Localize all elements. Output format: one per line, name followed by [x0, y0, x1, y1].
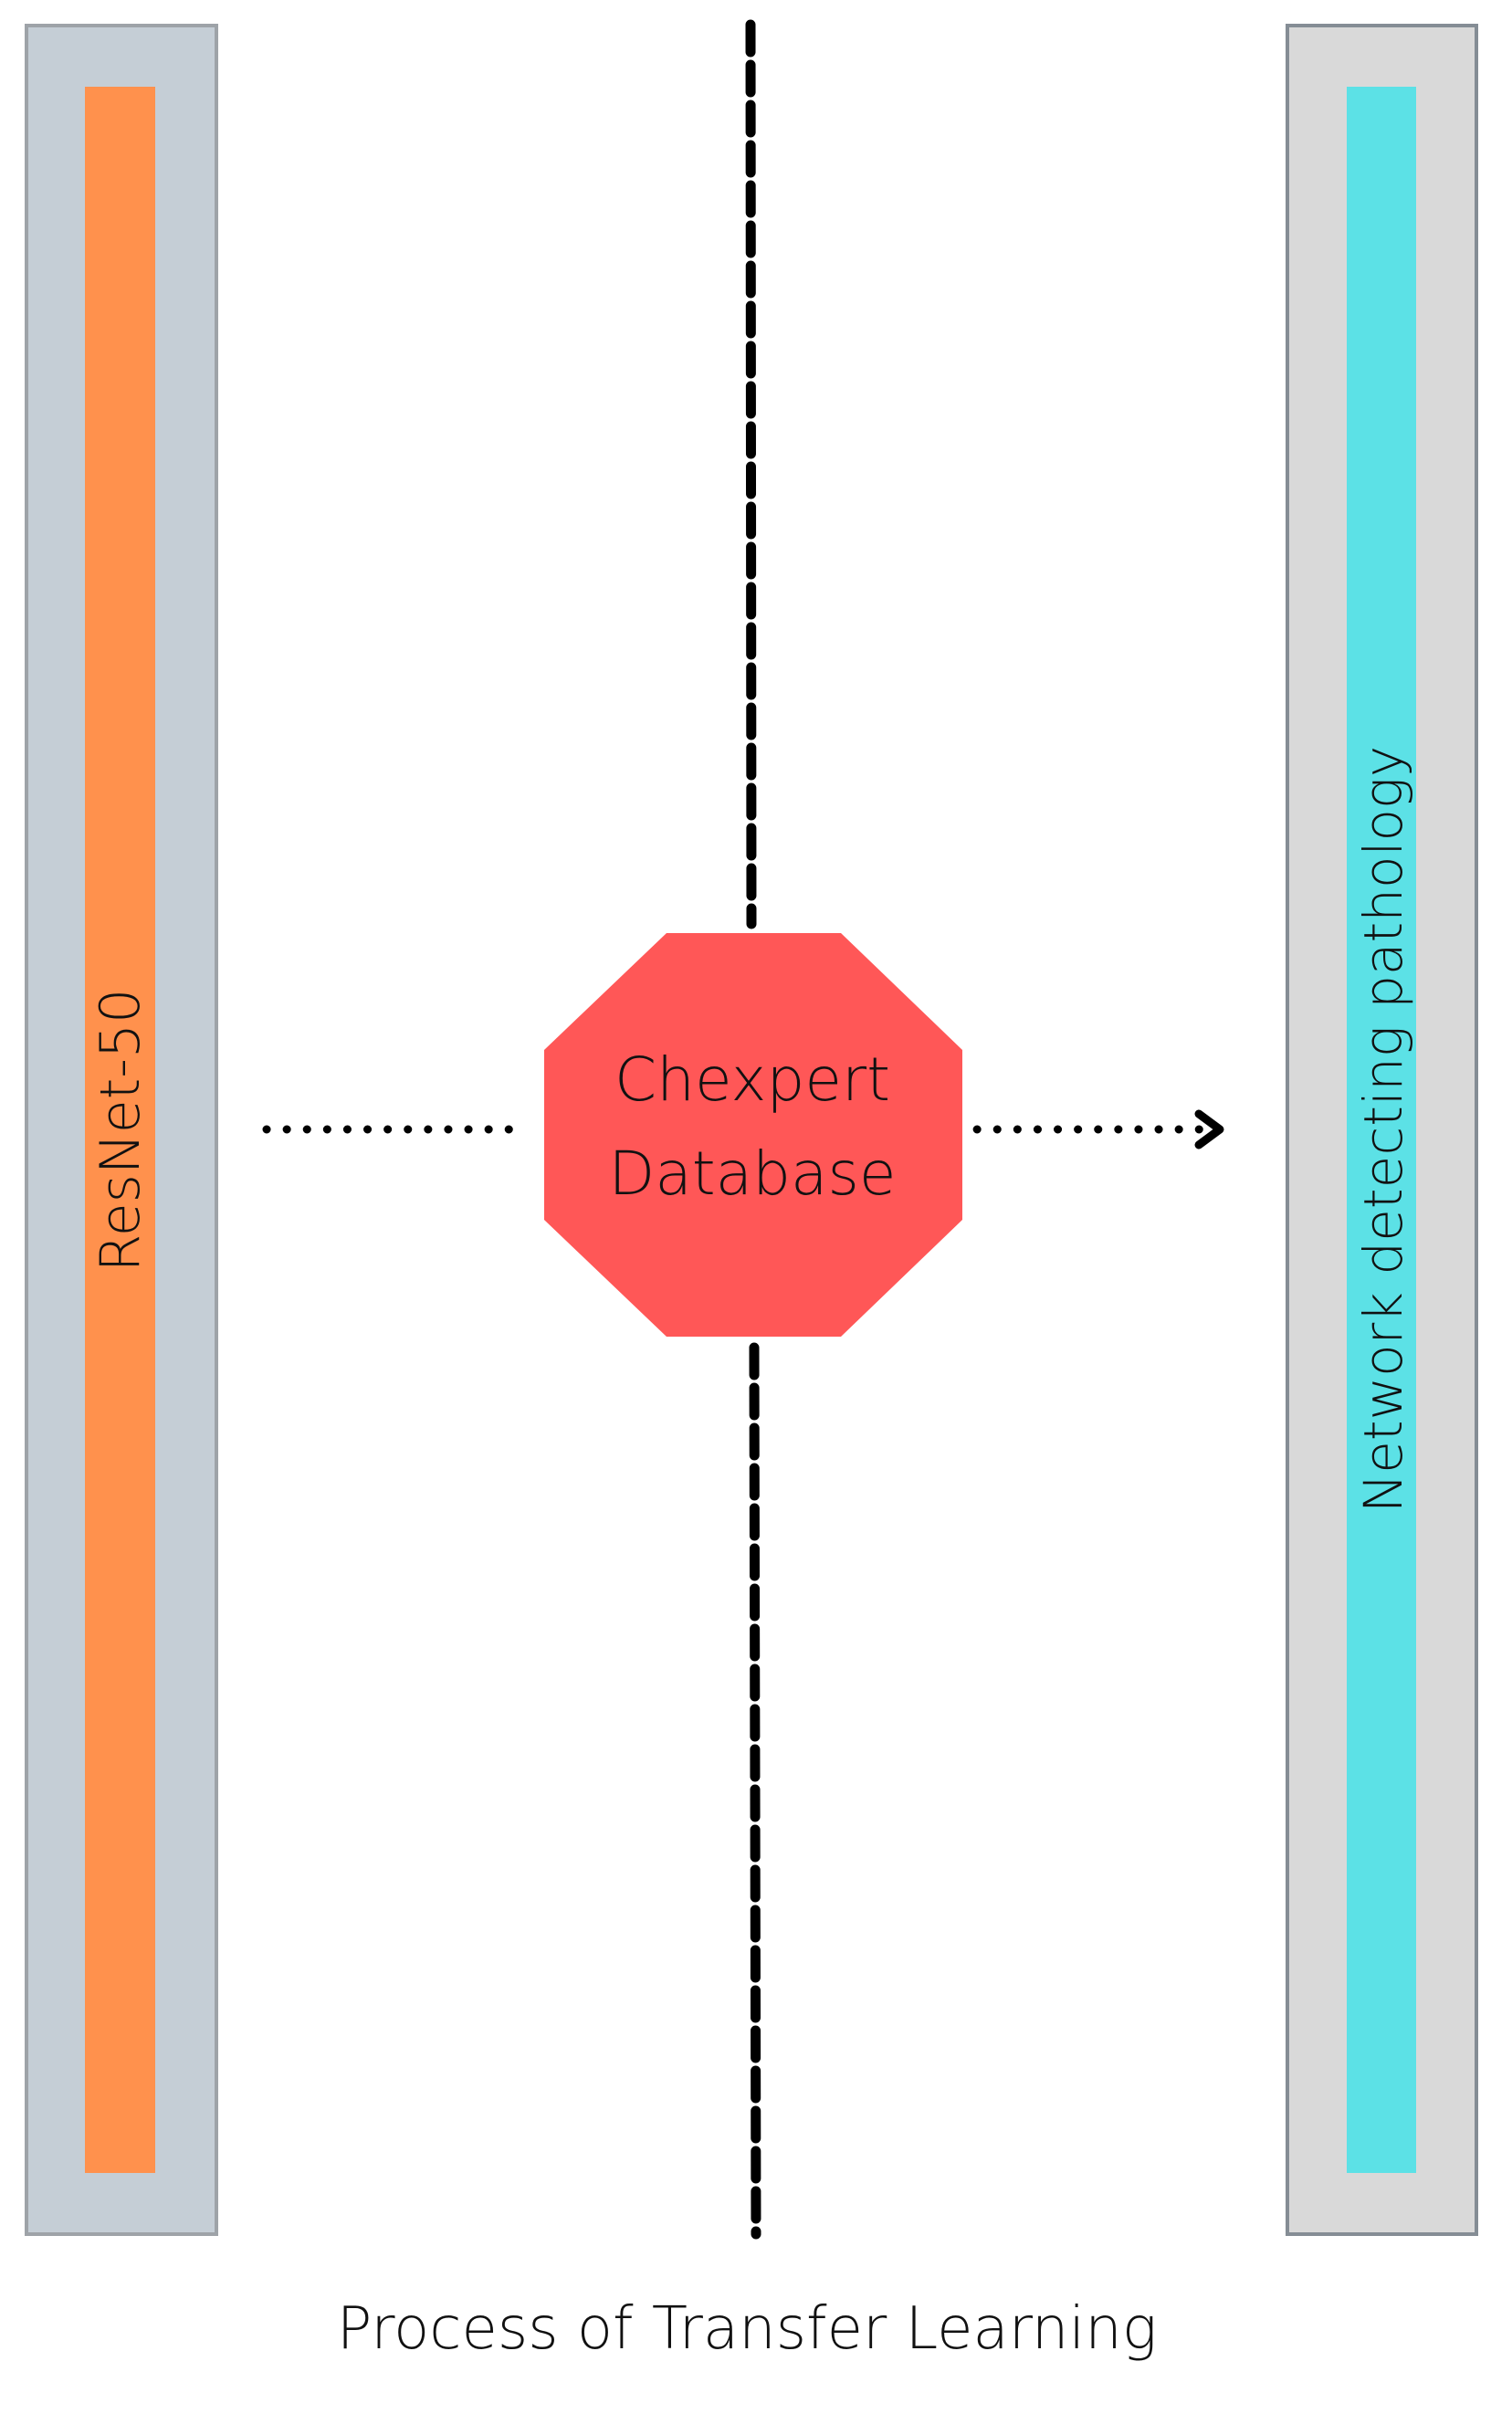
diagram-caption: Process of Transfer Learning	[337, 2295, 1157, 2363]
resnet-bar	[85, 87, 155, 2173]
divider-bottom	[749, 1342, 761, 2240]
chexpert-node	[544, 933, 962, 1337]
network-bar	[1347, 87, 1416, 2173]
chexpert-label-line1: Chexpert	[614, 1044, 890, 1115]
network-label: Network detecting pathology	[1352, 746, 1414, 1513]
arrowhead-icon	[1194, 1109, 1224, 1149]
chexpert-label-line2: Database	[609, 1139, 897, 1209]
resnet-label: ResNet-50	[89, 989, 152, 1273]
